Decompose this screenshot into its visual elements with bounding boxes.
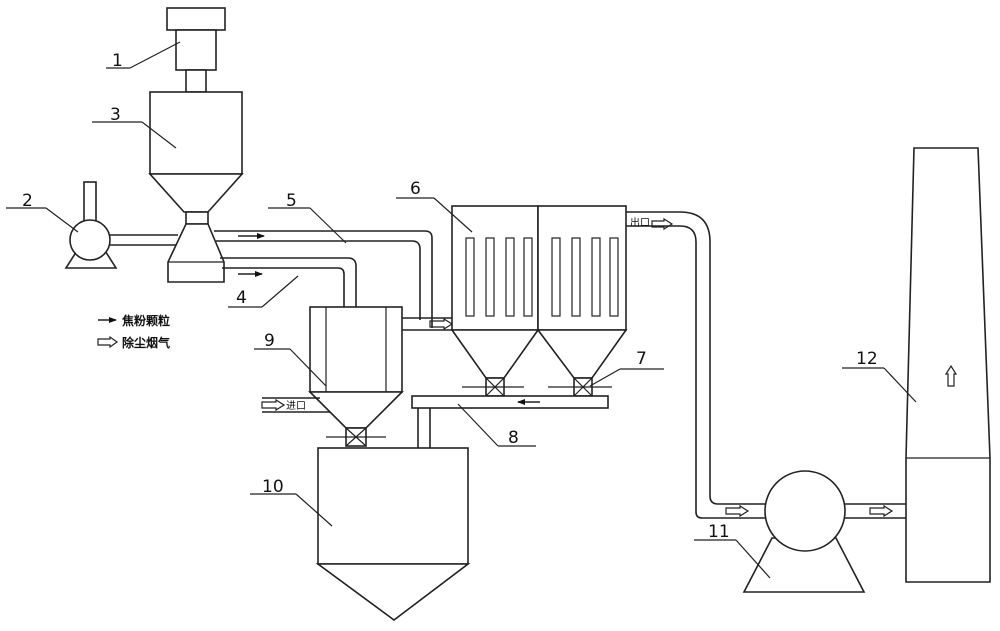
chimney-12 <box>905 147 991 583</box>
leader-lines <box>6 41 917 579</box>
fan-2 <box>64 181 178 269</box>
pipe-5 <box>214 230 433 328</box>
label-8: 8 <box>508 428 519 448</box>
label-4: 4 <box>236 288 247 308</box>
label-2: 2 <box>22 191 33 211</box>
motor-unit-1 <box>166 7 226 93</box>
legend: 焦粉颗粒 除尘烟气 <box>97 313 170 350</box>
label-9: 9 <box>264 331 275 351</box>
legend-coke-particles: 焦粉颗粒 <box>121 313 170 328</box>
fan-11 <box>742 470 906 593</box>
pipe-4 <box>220 257 357 307</box>
conveyor-8 <box>411 395 609 448</box>
inlet-9 <box>261 397 330 413</box>
pipe-9-to-6 <box>402 317 454 331</box>
label-6: 6 <box>410 179 421 199</box>
label-12: 12 <box>856 349 878 369</box>
grinder-silo-3 <box>148 91 244 283</box>
label-5: 5 <box>286 191 297 211</box>
label-7: 7 <box>636 349 647 369</box>
pipe-6-to-11 <box>626 211 766 519</box>
legend-hollow-arrow-icon <box>97 335 119 349</box>
separator-9 <box>308 306 404 447</box>
legend-dedusted-flue-gas: 除尘烟气 <box>122 335 170 350</box>
label-3: 3 <box>110 105 121 125</box>
storage-bin-10 <box>315 447 471 621</box>
port-outlet-6: 出口 <box>630 216 650 229</box>
label-11: 11 <box>708 522 730 542</box>
label-1: 1 <box>112 51 123 71</box>
port-inlet-9: 进口 <box>286 400 306 412</box>
label-10: 10 <box>262 477 284 497</box>
dust-collector-6 <box>450 205 628 397</box>
